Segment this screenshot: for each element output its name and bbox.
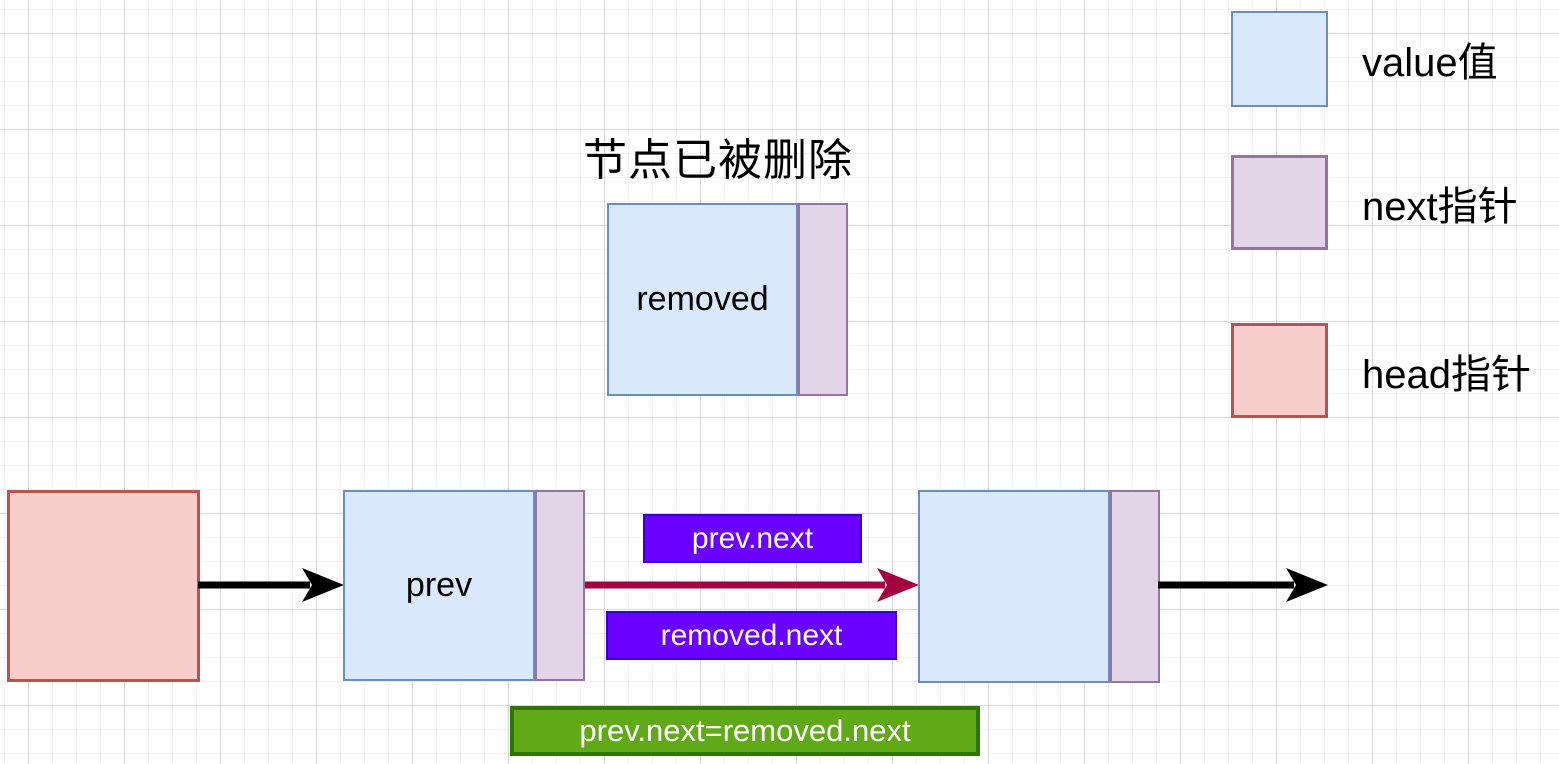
legend-swatch-next [1231, 155, 1328, 250]
legend-label-head: head指针 [1362, 352, 1531, 397]
legend-swatch-head [1231, 323, 1328, 418]
assignment-statement-box: prev.next=removed.next [510, 706, 980, 756]
after-node-value-cell [918, 490, 1110, 683]
removed-node-value-cell: removed [607, 203, 798, 396]
prev-node: prev [343, 490, 585, 681]
diagram-title: 节点已被删除 [583, 136, 853, 185]
legend-swatch-value [1231, 11, 1328, 107]
after-node [918, 490, 1160, 683]
head-to-prev-arrow [198, 568, 344, 602]
after-node-next-cell [1110, 490, 1160, 683]
prev-next-badge: prev.next [643, 514, 862, 563]
redirected-pointer-arrow [585, 568, 919, 602]
removed-next-badge: removed.next [606, 611, 897, 660]
after-node-out-arrow [1158, 568, 1328, 602]
prev-node-value-cell: prev [343, 490, 535, 681]
removed-node-label: removed [636, 280, 769, 318]
prev-node-label: prev [405, 566, 473, 604]
head-pointer-box [7, 490, 200, 682]
legend-label-value: value值 [1362, 41, 1498, 85]
prev-node-next-cell [535, 490, 585, 681]
removed-node: removed [607, 203, 848, 396]
removed-node-next-cell [798, 203, 848, 396]
legend-label-next: next指针 [1362, 184, 1518, 229]
